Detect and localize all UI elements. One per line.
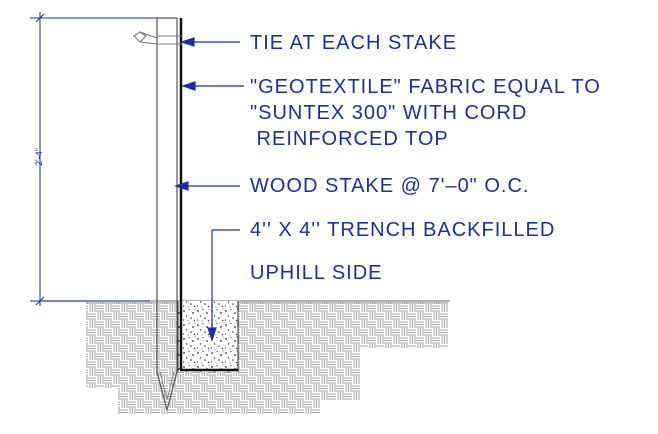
- wood-stake: [156, 17, 178, 413]
- height-dimension-text: 2'-4": [34, 148, 44, 166]
- leader-tie: [180, 37, 240, 47]
- label-trench-line1: 4'' X 4'' TRENCH BACKFILLED: [250, 219, 556, 241]
- ground-hatch: [40, 300, 450, 414]
- trench-backfill: [177, 301, 239, 372]
- label-geotextile-line1: "GEOTEXTILE" FABRIC EQUAL TO: [250, 76, 601, 98]
- geotextile-fabric: [179, 18, 238, 372]
- label-geotextile-line2: "SUNTEX 300" WITH CORD: [250, 102, 528, 124]
- leader-trench: [207, 229, 240, 342]
- label-geotextile-line3: REINFORCED TOP: [250, 128, 449, 150]
- label-tie-at-each-stake: TIE AT EACH STAKE: [250, 32, 458, 54]
- height-dimension: [30, 12, 157, 306]
- label-trench-line2: UPHILL SIDE: [250, 262, 383, 284]
- label-wood-stake: WOOD STAKE @ 7'–0" O.C.: [250, 175, 530, 197]
- leader-wood-stake: [174, 181, 240, 191]
- tie-wire: [133, 31, 182, 45]
- leader-geotextile: [181, 81, 244, 91]
